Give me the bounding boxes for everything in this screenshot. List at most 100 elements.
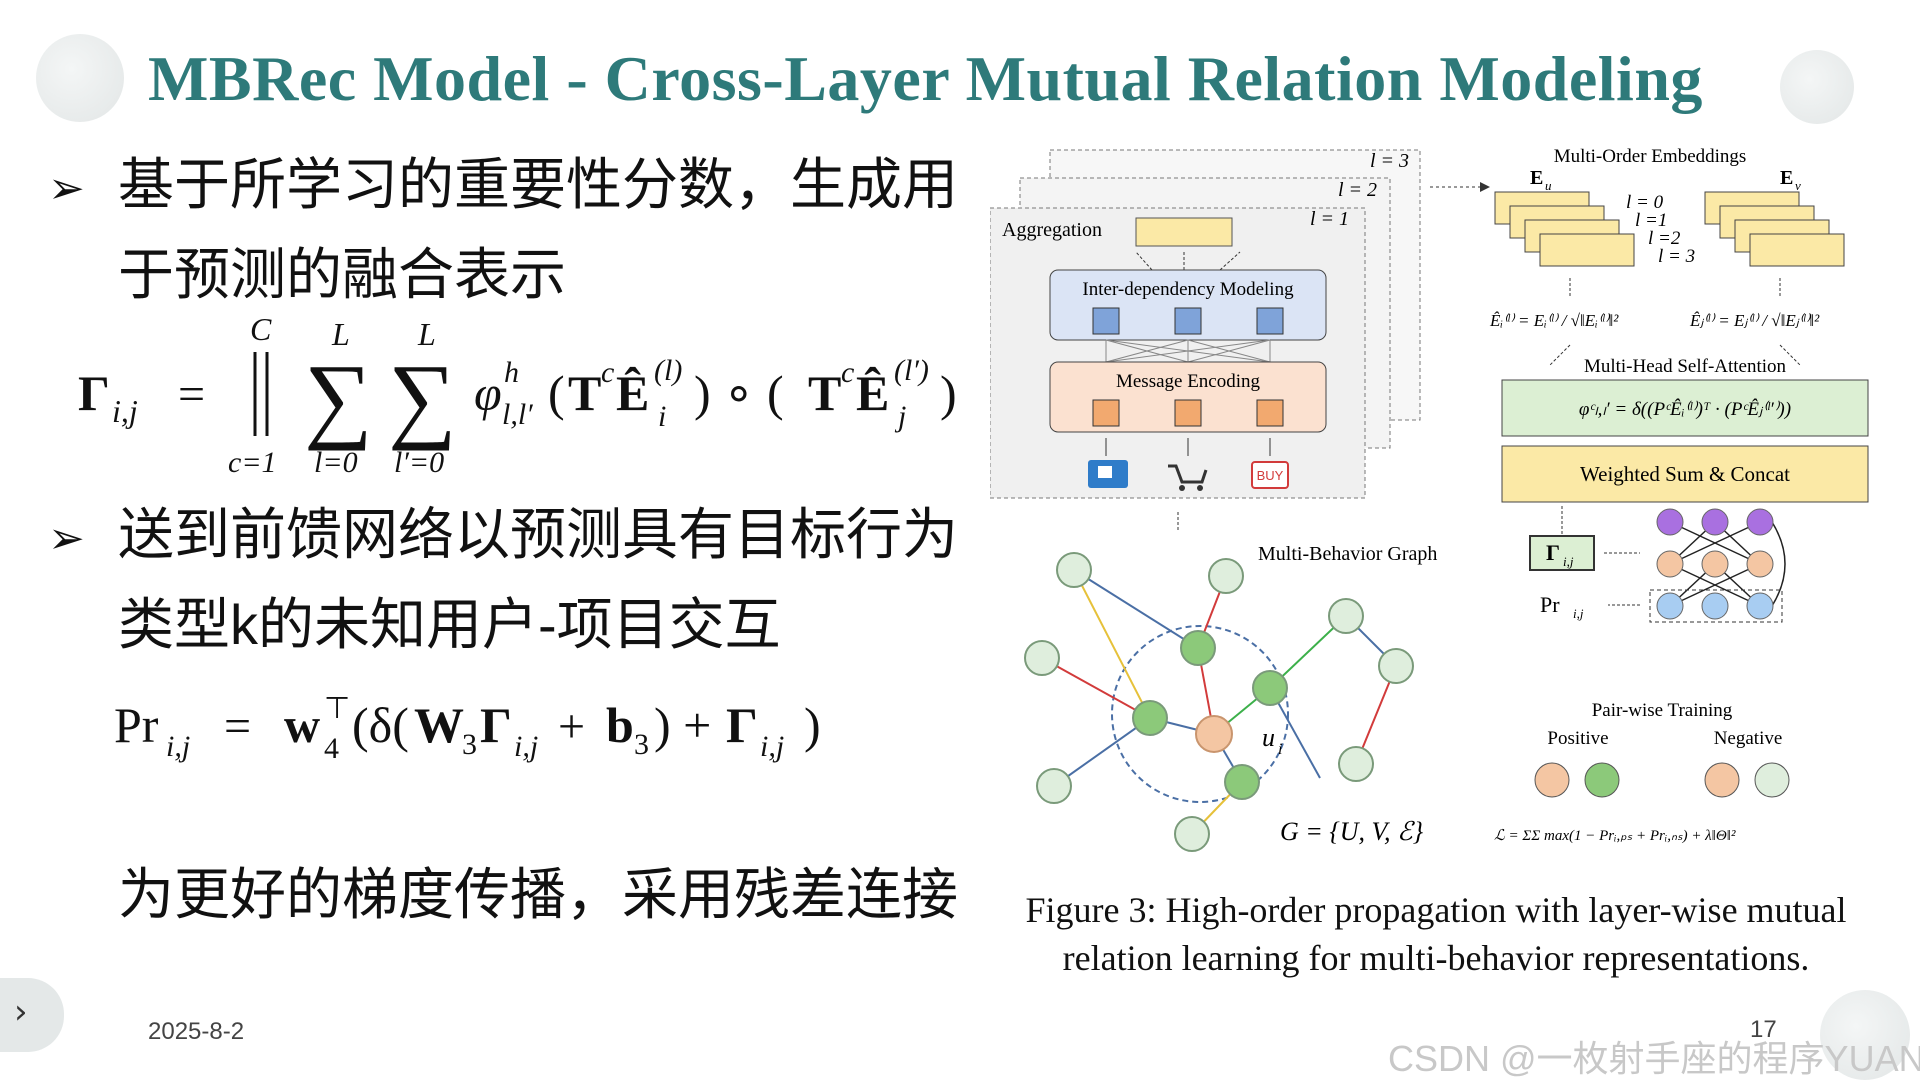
svg-text:i: i [1278,741,1282,758]
svg-text:i,j: i,j [1563,554,1574,569]
loss-formula: ℒ = ΣΣ max(1 − Prᵢ,ₚₛ + Prᵢ,ₙₛ) + λ‖Θ‖² [1494,828,1736,844]
positive-label: Positive [1547,728,1608,749]
svg-text:Pr: Pr [1540,592,1560,617]
caption-line: relation learning for multi-behavior rep… [1062,938,1810,978]
svg-text:W: W [414,697,464,753]
prediction-formula-svg: Pr i,j = w ⊤ 4 (δ( W 3 Γ i,j + b 3 ) + Γ… [114,692,821,765]
svg-text:T: T [808,365,841,421]
decor-bubble-top-left [36,34,124,122]
cart-behavior-icon [1168,464,1208,484]
svg-text:b: b [606,697,634,753]
svg-text:c=1: c=1 [228,446,277,479]
watermark: CSDN @一枚射手座的程序YUAN [1388,1038,1920,1079]
svg-text:Γ: Γ [1546,540,1560,565]
svg-text:l =2: l =2 [1648,228,1681,249]
bullet-line: 基于所学习的重要性分数，生成用 [118,153,958,216]
svg-text:Ê: Ê [616,365,649,421]
normalize-item-formula: Êⱼ⁽ˡ⁾ = Eⱼ⁽ˡ⁾ / √‖Eⱼ⁽ˡ⁾‖² [1689,311,1820,330]
page-number: 17 [1750,1016,1777,1043]
bullet-line: 于预测的融合表示 [118,243,566,306]
decor-bubble-bottom-right [1820,990,1910,1080]
svg-text:u: u [1262,723,1275,752]
svg-text:(δ(: (δ( [352,697,409,753]
svg-text:): ) [940,365,957,421]
svg-text:4: 4 [324,732,339,765]
bullet-line: 送到前馈网络以预测具有目标行为 [118,503,958,566]
svg-text:3: 3 [462,728,477,761]
chevron-right-icon[interactable]: › [14,992,28,1032]
svg-text:) +: ) + [654,697,711,753]
svg-text:l =1: l =1 [1635,210,1667,231]
bullet-line: 类型k的未知用户-项目交互 [118,593,781,656]
svg-text:C: C [250,311,272,347]
svg-text:Pr: Pr [114,697,159,753]
svg-text:Γ: Γ [726,697,758,753]
svg-text:E: E [1780,167,1793,189]
svg-text:L: L [331,316,350,352]
svg-text:c: c [601,356,614,389]
weighted-sum-label: Weighted Sum & Concat [1580,462,1790,486]
svg-text:φ: φ [474,365,502,421]
user-neighborhood [1111,625,1289,803]
svg-text:l′=0: l′=0 [394,446,444,479]
svg-text:c: c [841,356,854,389]
attention-formula: φᶜₗ,ₗ′ = δ((PᶜÊᵢ⁽ˡ⁾)ᵀ · (PᶜÊⱼ⁽ˡ′⁾)) [1579,398,1791,420]
layer-frame-1 [990,207,1366,499]
multi-behavior-graph-label: Multi-Behavior Graph [1258,543,1437,565]
mbrec-architecture-figure: l = 3 l = 2 l = 1 Aggregation Inter-depe… [990,146,1869,852]
bullet-arrow-icon: ➢ [48,513,85,564]
layer-label-3: l = 3 [1370,150,1409,172]
svg-text:(l): (l) [654,354,682,387]
svg-text:i,j: i,j [1573,606,1584,621]
svg-text:): ) [804,697,821,753]
buy-behavior-icon [1251,461,1289,489]
normalize-user-formula: Êᵢ⁽ˡ⁾ = Eᵢ⁽ˡ⁾ / √‖Eᵢ⁽ˡ⁾‖² [1489,311,1619,330]
svg-text:h: h [504,356,519,389]
aggregation-label: Aggregation [1002,219,1102,241]
svg-text:T: T [568,365,601,421]
svg-text:v: v [1795,178,1801,193]
svg-text:(l′): (l′) [894,354,929,387]
fusion-formula-svg: Γ i,j = C c=1 L ∑ l=0 L ∑ l′=0 φ h l,l′ … [78,311,957,479]
svg-text:3: 3 [634,728,649,761]
negative-label: Negative [1714,728,1783,749]
slide-nav-tab[interactable] [0,978,64,1052]
multi-head-attention-label: Multi-Head Self-Attention [1584,356,1787,377]
svg-text:=: = [224,700,251,753]
svg-text:E: E [1530,167,1543,189]
svg-text:i,j: i,j [112,393,138,429]
pairwise-training-label: Pair-wise Training [1592,700,1733,721]
bullet-arrow-icon: ➢ [48,163,85,214]
message-encoding-label: Message Encoding [1116,371,1261,392]
aggregation-box [1135,217,1233,247]
svg-text:Γ: Γ [480,697,512,753]
slide-title: MBRec Model - Cross-Layer Mutual Relatio… [148,43,1703,114]
inter-dependency-label: Inter-dependency Modeling [1082,279,1294,300]
prediction-formula: Pr i,j = w ⊤ 4 (δ( W 3 Γ i,j + b 3 ) + Γ… [114,682,914,772]
svg-text:l = 3: l = 3 [1658,246,1695,267]
residual-connection-note: 为更好的梯度传播，采用残差连接 [118,863,958,926]
svg-text:L: L [417,316,436,352]
slide-date: 2025-8-2 [148,1018,245,1045]
layer-label-2: l = 2 [1338,179,1377,201]
svg-text:i,j: i,j [166,730,190,763]
svg-text:l=0: l=0 [314,446,358,479]
svg-text:Γ: Γ [78,365,110,421]
gamma-box [1529,535,1595,571]
fusion-formula: Γ i,j = C c=1 L ∑ l=0 L ∑ l′=0 φ h l,l′ … [78,300,978,480]
caption-line: Figure 3: High-order propagation with la… [1025,890,1847,930]
svg-text:l = 0: l = 0 [1626,192,1664,213]
svg-text:j: j [894,400,906,433]
svg-text:i,j: i,j [514,730,538,763]
svg-text:u: u [1545,178,1552,193]
svg-text:l,l′: l,l′ [502,398,533,431]
svg-text:i,j: i,j [760,730,784,763]
user-node [1195,715,1233,753]
svg-text:∑: ∑ [304,344,372,451]
figure-caption: Figure 3: High-order propagation with la… [966,886,1906,982]
svg-text:(: ( [548,365,565,421]
svg-text:w: w [284,697,320,753]
attention-box [1501,379,1869,437]
svg-text:BUY: BUY [1257,468,1284,483]
svg-text:⊤: ⊤ [324,692,350,725]
